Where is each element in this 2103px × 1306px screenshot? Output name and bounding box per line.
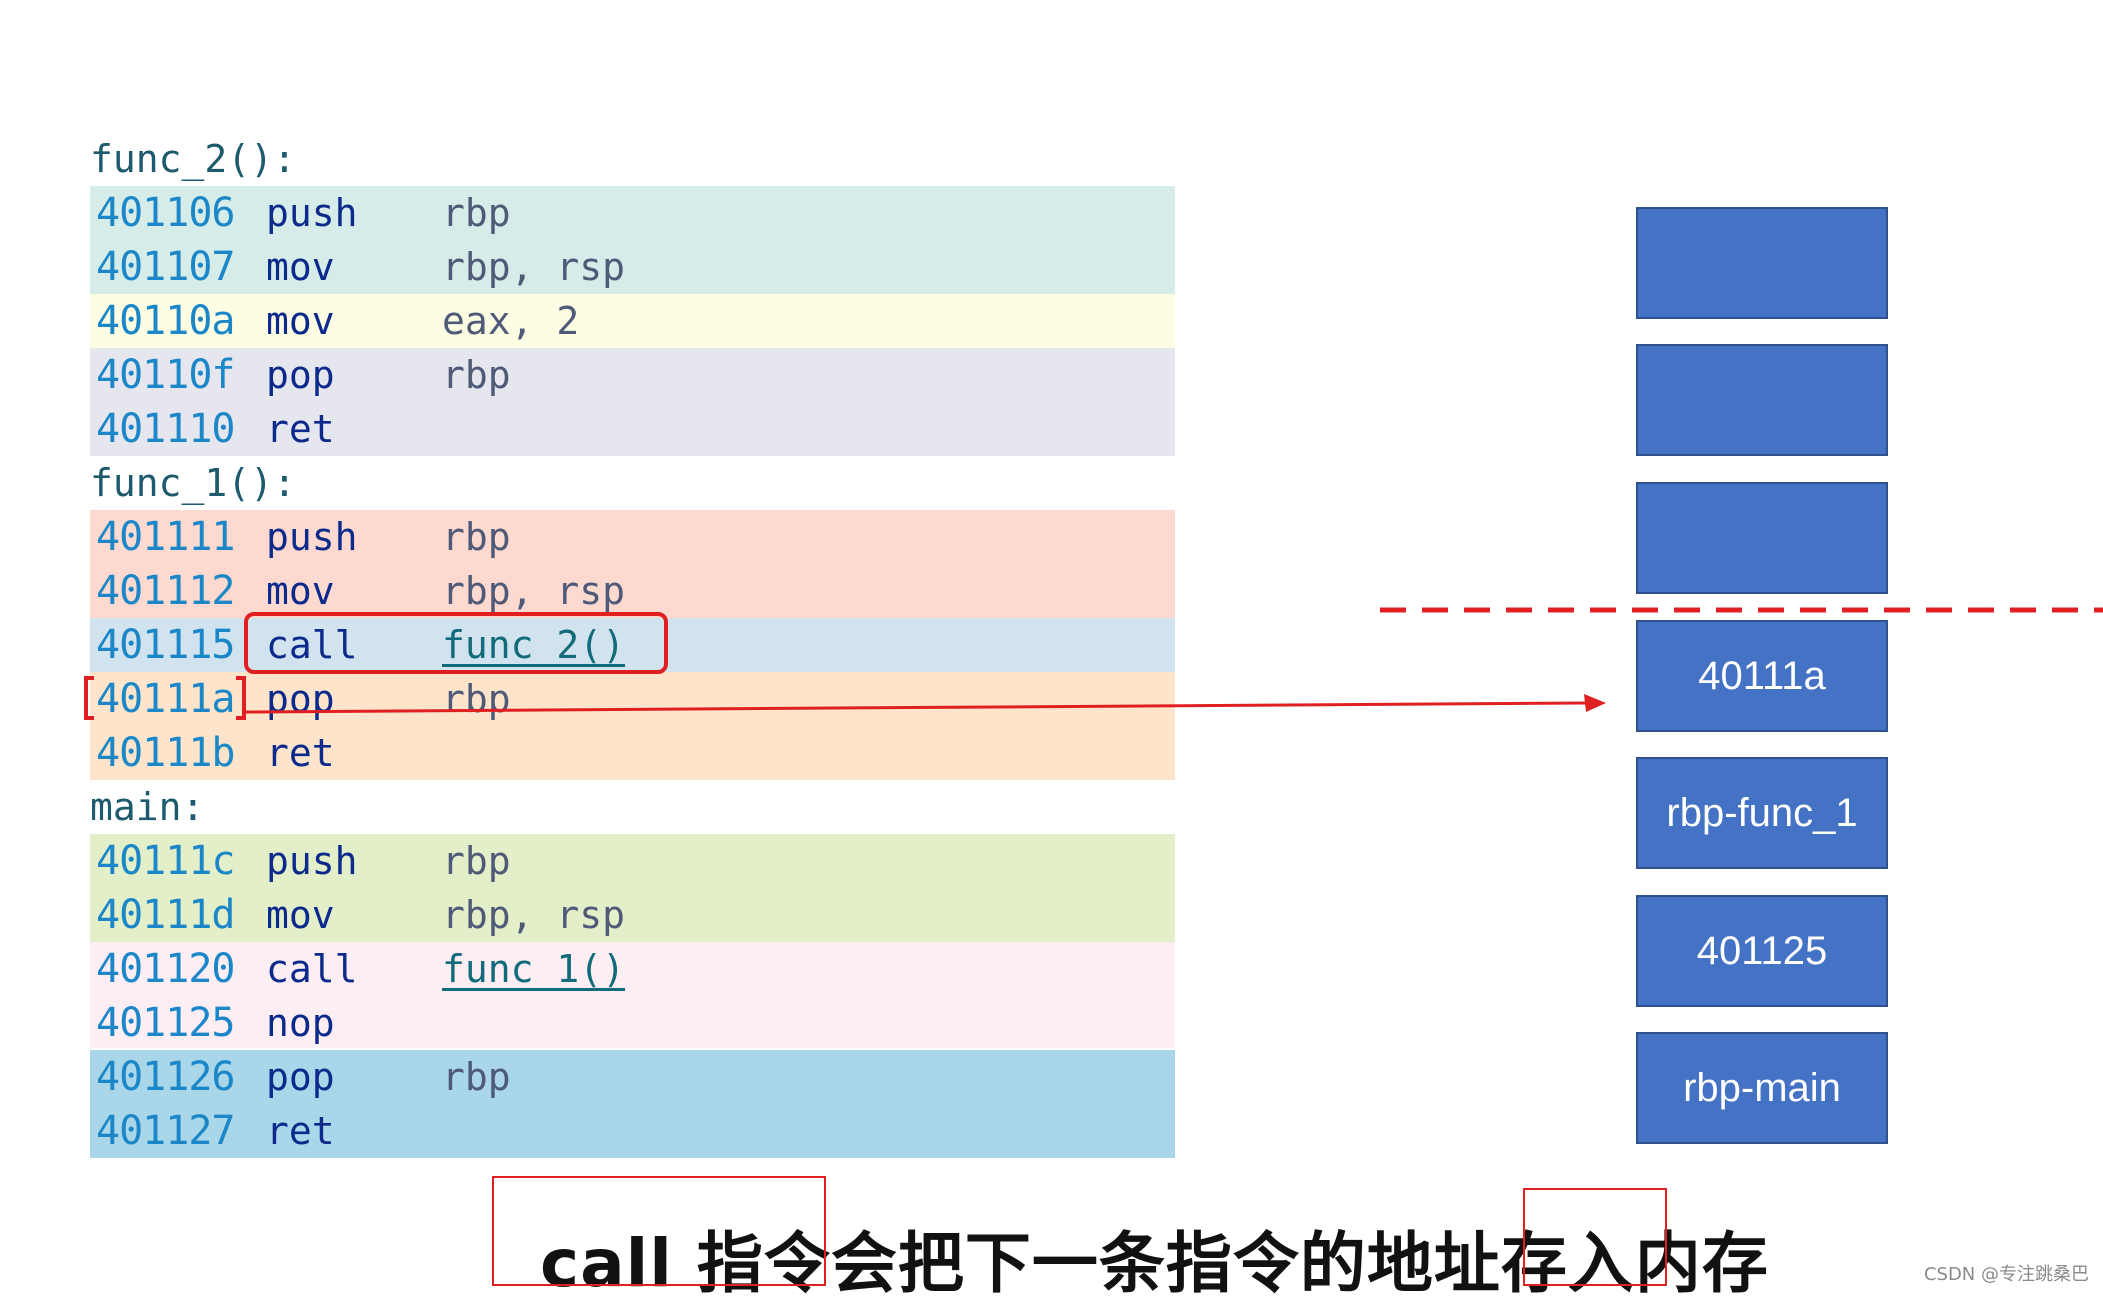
- code-row: 40110f pop rbp: [90, 348, 1175, 402]
- stack-cell: [1636, 344, 1888, 456]
- mnemonic: ret: [266, 731, 335, 775]
- code-row: 401110 ret: [90, 402, 1175, 456]
- band-func2-epilogue: [90, 348, 1175, 456]
- code-row: 401112 mov rbp, rsp: [90, 564, 1175, 618]
- code-row: 40111b ret: [90, 726, 1175, 780]
- stack-cell: [1636, 482, 1888, 594]
- mnemonic: ret: [266, 1109, 335, 1153]
- address: 401127: [96, 1108, 236, 1154]
- caption-highlight-call: [492, 1176, 826, 1286]
- code-row: 401120 call func_1(): [90, 942, 1175, 996]
- address: 401107: [96, 244, 236, 290]
- func1-link[interactable]: func_1(): [442, 947, 626, 991]
- code-row: 40111c push rbp: [90, 834, 1175, 888]
- mnemonic: pop: [266, 1055, 335, 1099]
- stack-cell-return-address: 40111a: [1636, 620, 1888, 732]
- mnemonic: call: [266, 623, 358, 667]
- stack-cell: 401125: [1636, 895, 1888, 1007]
- code-row: 401111 push rbp: [90, 510, 1175, 564]
- band-func2-body: [90, 294, 1175, 348]
- address: 401112: [96, 568, 236, 614]
- mnemonic: push: [266, 515, 358, 559]
- address: 401111: [96, 514, 236, 560]
- address: 40111c: [96, 838, 236, 884]
- main-label: main:: [90, 785, 205, 829]
- operands: rbp, rsp: [442, 245, 626, 289]
- operands: rbp, rsp: [442, 569, 626, 613]
- func2-link[interactable]: func_2(): [442, 623, 626, 667]
- band-func1-call: [90, 618, 1175, 672]
- address: 401110: [96, 406, 236, 452]
- mnemonic: mov: [266, 569, 335, 613]
- code-row: 401125 nop: [90, 996, 1175, 1050]
- operands: rbp: [442, 1055, 511, 1099]
- operands: rbp, rsp: [442, 893, 626, 937]
- return-address-bracket-left: [84, 676, 94, 720]
- code-row: 40111a pop rbp: [90, 672, 1175, 726]
- mnemonic: ret: [266, 407, 335, 451]
- band-func1-epilogue: [90, 672, 1175, 780]
- watermark: CSDN @专注跳桑巴: [1923, 1264, 2089, 1285]
- mnemonic: mov: [266, 299, 335, 343]
- operands: rbp: [442, 191, 511, 235]
- func1-label: func_1():: [90, 461, 296, 505]
- call-highlight-box: [244, 612, 668, 674]
- address: 40110a: [96, 298, 236, 344]
- code-row: 401126 pop rbp: [90, 1050, 1175, 1104]
- address: 401115: [96, 622, 236, 668]
- address: 401126: [96, 1054, 236, 1100]
- code-row: 40110a mov eax, 2: [90, 294, 1175, 348]
- code-row: 40111d mov rbp, rsp: [90, 888, 1175, 942]
- band-func2-prologue: [90, 186, 1175, 294]
- address: 40111a: [96, 676, 236, 722]
- mnemonic: pop: [266, 677, 335, 721]
- code-row: 401127 ret: [90, 1104, 1175, 1158]
- mnemonic: mov: [266, 245, 335, 289]
- band-main-prologue: [90, 834, 1175, 942]
- address: 40110f: [96, 352, 236, 398]
- operands: rbp: [442, 515, 511, 559]
- band-main-epilogue: [90, 1050, 1175, 1158]
- return-address-arrow-head: [1584, 694, 1606, 712]
- operands: rbp: [442, 677, 511, 721]
- stack-cell: [1636, 207, 1888, 319]
- caption: call 指令会把下一条指令的地址存入内存: [540, 1225, 1769, 1302]
- address: 401120: [96, 946, 236, 992]
- return-address-bracket-right: [236, 676, 246, 720]
- mnemonic: mov: [266, 893, 335, 937]
- mnemonic: push: [266, 191, 358, 235]
- band-func1-prologue: [90, 510, 1175, 618]
- address: 401106: [96, 190, 236, 236]
- address: 40111b: [96, 730, 236, 776]
- code-row: 401107 mov rbp, rsp: [90, 240, 1175, 294]
- stack-cell: rbp-main: [1636, 1032, 1888, 1144]
- band-main-call: [90, 942, 1175, 1048]
- mnemonic: call: [266, 947, 358, 991]
- operands: eax, 2: [442, 299, 580, 343]
- operands: rbp: [442, 353, 511, 397]
- operands: rbp: [442, 839, 511, 883]
- mnemonic: pop: [266, 353, 335, 397]
- code-row: 401115 call func_2(): [90, 618, 1175, 672]
- mnemonic: push: [266, 839, 358, 883]
- address: 401125: [96, 1000, 236, 1046]
- code-row: 401106 push rbp: [90, 186, 1175, 240]
- func2-label: func_2():: [90, 137, 296, 181]
- address: 40111d: [96, 892, 236, 938]
- caption-highlight-store: [1523, 1188, 1667, 1286]
- mnemonic: nop: [266, 1001, 335, 1045]
- stack-cell: rbp-func_1: [1636, 757, 1888, 869]
